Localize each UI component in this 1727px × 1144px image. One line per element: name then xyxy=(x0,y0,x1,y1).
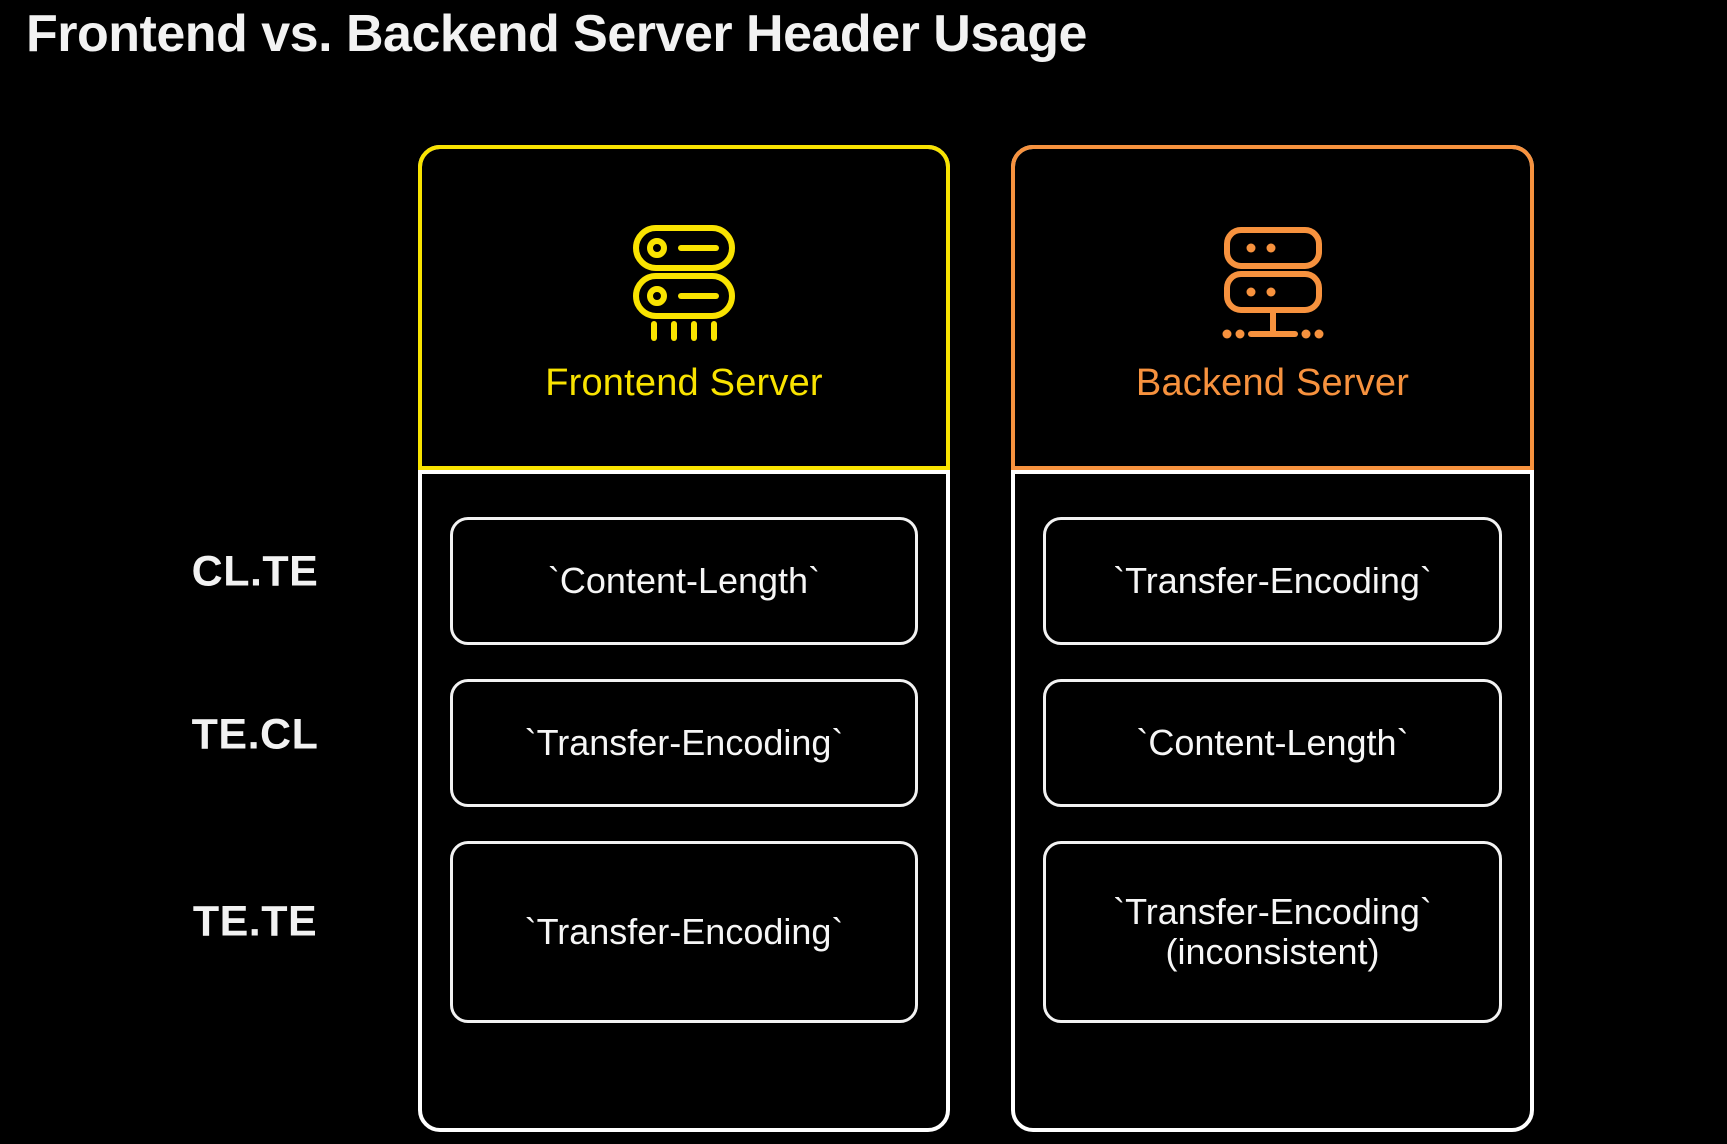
cell-backend-clte-text: `Transfer-Encoding` xyxy=(1113,559,1432,601)
frontend-server-panel: Frontend Server `Content-Length` `Transf… xyxy=(418,145,950,1132)
frontend-panel-body: `Content-Length` `Transfer-Encoding` `Tr… xyxy=(422,474,946,1128)
backend-panel-body: `Transfer-Encoding` `Content-Length` `Tr… xyxy=(1015,474,1530,1128)
frontend-header-divider xyxy=(418,470,950,474)
cell-frontend-tete-text: `Transfer-Encoding` xyxy=(524,910,844,952)
backend-header-divider xyxy=(1011,470,1534,474)
server-rack-icon xyxy=(633,225,735,341)
comparison-diagram: CL.TE TE.CL TE.TE Frontend Server `Co xyxy=(0,140,1727,1144)
row-label-te-cl: TE.CL xyxy=(191,710,319,759)
cell-frontend-clte-text: `Content-Length` xyxy=(547,559,821,601)
page-title: Frontend vs. Backend Server Header Usage xyxy=(26,5,1087,63)
backend-server-panel: Backend Server `Transfer-Encoding` `Cont… xyxy=(1011,145,1534,1132)
cell-backend-tete-line2: (inconsistent) xyxy=(1165,931,1380,972)
cell-backend-tete-text: `Transfer-Encoding` (inconsistent) xyxy=(1103,890,1442,973)
cell-backend-tecl: `Content-Length` xyxy=(1043,679,1502,807)
cell-frontend-tecl-text: `Transfer-Encoding` xyxy=(524,721,844,763)
cell-backend-tecl-text: `Content-Length` xyxy=(1136,721,1409,763)
cell-backend-tete-line1: `Transfer-Encoding` xyxy=(1113,890,1432,932)
server-network-icon xyxy=(1222,227,1323,339)
backend-panel-header: Backend Server xyxy=(1015,149,1530,470)
cell-frontend-tete: `Transfer-Encoding` xyxy=(450,841,918,1023)
cell-frontend-clte: `Content-Length` xyxy=(450,517,918,645)
cell-frontend-tecl: `Transfer-Encoding` xyxy=(450,679,918,807)
row-label-te-te: TE.TE xyxy=(192,897,318,946)
backend-panel-title: Backend Server xyxy=(1135,362,1410,404)
frontend-panel-title: Frontend Server xyxy=(545,362,823,404)
cell-backend-tete: `Transfer-Encoding` (inconsistent) xyxy=(1043,841,1502,1023)
frontend-panel-header: Frontend Server xyxy=(422,149,946,470)
cell-backend-clte: `Transfer-Encoding` xyxy=(1043,517,1502,645)
row-label-cl-te: CL.TE xyxy=(191,547,319,596)
